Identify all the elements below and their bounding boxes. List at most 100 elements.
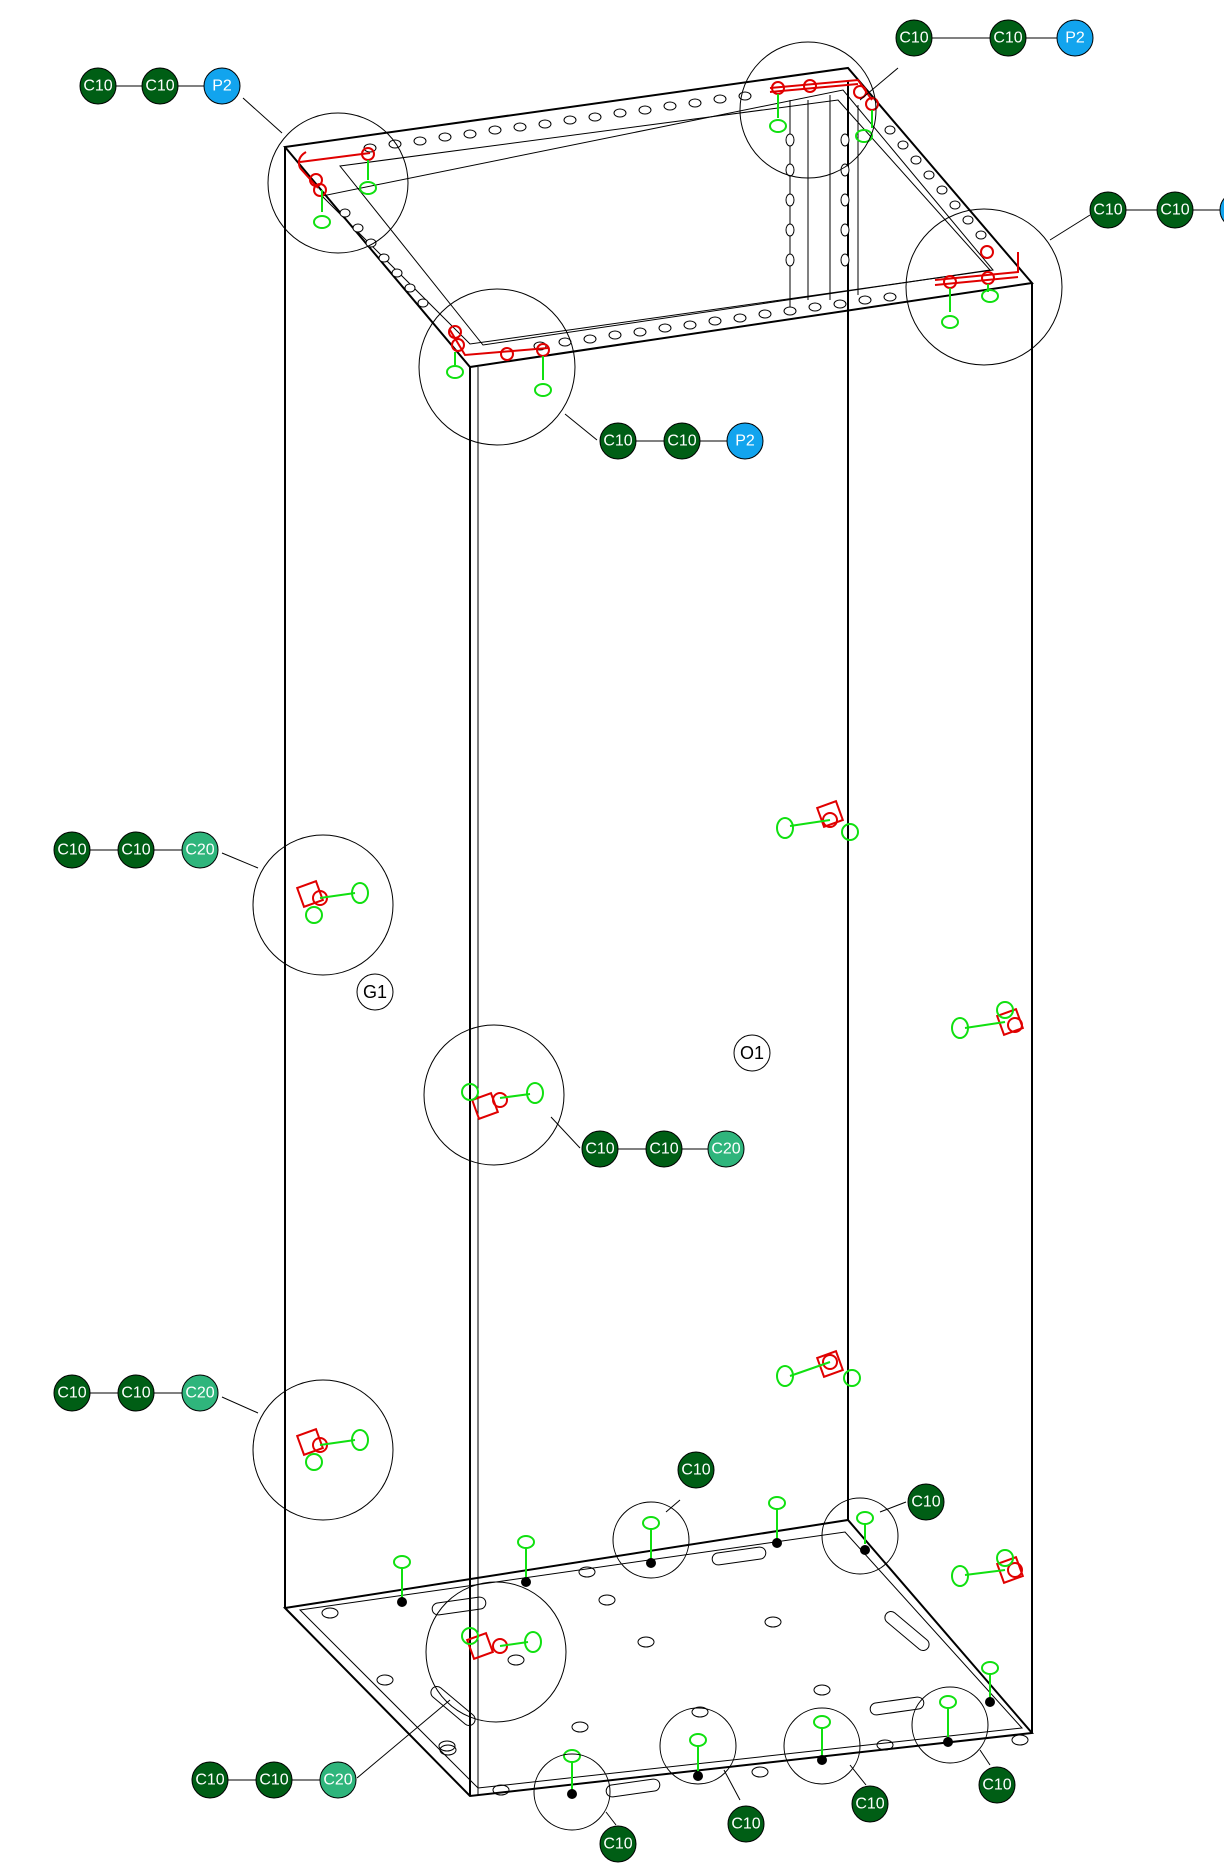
leader-lines xyxy=(221,67,1091,1826)
svg-text:C10: C10 xyxy=(649,1141,678,1158)
svg-text:C10: C10 xyxy=(681,1462,710,1479)
badge-p2: P2 xyxy=(203,67,241,105)
base-outer xyxy=(282,1518,1034,1798)
base-slot xyxy=(884,1611,930,1651)
side-bracket xyxy=(461,1627,542,1661)
svg-text:C10: C10 xyxy=(195,1772,224,1789)
badge-c10: C10 xyxy=(117,1374,155,1412)
badge-c10: C10 xyxy=(191,1761,229,1799)
base-slot xyxy=(430,1686,476,1726)
corner-bracket xyxy=(934,252,1019,286)
svg-text:C10: C10 xyxy=(855,1796,884,1813)
callout-chain-left-lower: C10 C10 C20 xyxy=(53,1374,219,1412)
detail-circle-base xyxy=(821,1497,899,1575)
detail-circle-base xyxy=(659,1707,737,1785)
base-screws xyxy=(393,1496,999,1799)
svg-text:C10: C10 xyxy=(145,78,174,95)
badge-c10: C10 xyxy=(599,422,637,460)
badge-c10: C10 xyxy=(978,1766,1016,1804)
callout-chain-top-right: C10 C10 xyxy=(1089,191,1224,229)
top-frame-inner-2 xyxy=(320,89,994,345)
badge-c10: C10 xyxy=(1089,191,1127,229)
badge-p2 xyxy=(1219,197,1224,223)
svg-text:C10: C10 xyxy=(1093,202,1122,219)
cabinet-frame xyxy=(282,66,1034,1798)
svg-text:C10: C10 xyxy=(121,842,150,859)
svg-text:C10: C10 xyxy=(731,1816,760,1833)
callout-chain-top-front: C10 C10 P2 xyxy=(599,422,764,460)
svg-text:G1: G1 xyxy=(363,982,387,1002)
svg-text:C10: C10 xyxy=(667,433,696,450)
badge-c10: C10 xyxy=(907,1483,945,1521)
hardware-parts xyxy=(295,78,1025,1799)
badge-c10: C10 xyxy=(989,19,1027,57)
svg-text:C20: C20 xyxy=(185,842,214,859)
detail-circle-top-back xyxy=(739,41,877,179)
svg-text:C10: C10 xyxy=(911,1494,940,1511)
side-bracket xyxy=(776,1349,861,1387)
badge-c10: C10 xyxy=(727,1805,765,1843)
side-bracket xyxy=(951,1549,1025,1587)
callout-chain-left-upper: C10 C10 C20 xyxy=(53,831,219,869)
callout-badges: C10 C10 P2 C10 C10 P2 C10 C10 C10 C10 P2 xyxy=(53,19,1224,1863)
svg-text:P2: P2 xyxy=(1065,30,1085,47)
callout-chain-bottom-front: C10 C10 C20 xyxy=(191,1761,357,1799)
svg-text:C20: C20 xyxy=(185,1385,214,1402)
svg-text:O1: O1 xyxy=(740,1043,764,1063)
badge-c10: C10 xyxy=(645,1130,683,1168)
svg-text:C10: C10 xyxy=(993,30,1022,47)
detail-circle-top-right xyxy=(905,208,1063,366)
detail-circle-bottom-front xyxy=(425,1581,567,1723)
badge-c20: C20 xyxy=(707,1130,745,1168)
detail-circle-base xyxy=(783,1707,861,1785)
base-slot xyxy=(711,1546,767,1566)
detail-circle-base xyxy=(533,1753,611,1831)
side-bracket xyxy=(295,1427,369,1471)
base-slot xyxy=(605,1778,661,1798)
svg-text:C10: C10 xyxy=(603,433,632,450)
svg-text:C10: C10 xyxy=(982,1777,1011,1794)
svg-text:C10: C10 xyxy=(603,1836,632,1853)
badge-p2: P2 xyxy=(726,422,764,460)
svg-text:C10: C10 xyxy=(57,1385,86,1402)
base-slot xyxy=(431,1596,487,1616)
detail-circle-base xyxy=(612,1501,690,1579)
label-o1: O1 xyxy=(733,1034,771,1072)
detail-circles xyxy=(252,41,1063,1831)
badge-c10: C10 xyxy=(79,67,117,105)
badge-c10: C10 xyxy=(581,1130,619,1168)
badge-c20: C20 xyxy=(319,1761,357,1799)
badge-c10: C10 xyxy=(53,831,91,869)
detail-circle-top-left xyxy=(267,112,409,254)
side-bracket xyxy=(295,879,369,924)
badge-c10: C10 xyxy=(895,19,933,57)
svg-text:C20: C20 xyxy=(711,1141,740,1158)
badge-c10: C10 xyxy=(255,1761,293,1799)
callout-chain-top-left: C10 C10 P2 xyxy=(79,67,241,105)
side-bracket xyxy=(951,1001,1025,1039)
callout-chain-top-back: C10 C10 P2 xyxy=(895,19,1094,57)
base-details xyxy=(321,1546,1029,1798)
side-bracket xyxy=(461,1082,544,1121)
detail-circle-top-front xyxy=(418,288,576,446)
svg-text:C10: C10 xyxy=(899,30,928,47)
detail-circle-left-lower xyxy=(252,1379,394,1521)
badge-c10: C10 xyxy=(677,1451,715,1489)
top-frame-holes xyxy=(339,91,987,351)
badge-c10: C10 xyxy=(663,422,701,460)
badge-c10: C10 xyxy=(599,1825,637,1863)
base-inner xyxy=(298,1531,1024,1789)
callout-chain-front-middle: C10 C10 C20 xyxy=(581,1130,745,1168)
top-frame-inner xyxy=(339,99,991,346)
corner-bracket xyxy=(297,151,371,189)
detail-circle-left-upper xyxy=(252,834,394,976)
label-g1: G1 xyxy=(356,973,394,1011)
badge-c20: C20 xyxy=(181,1374,219,1412)
svg-text:C10: C10 xyxy=(1160,202,1189,219)
svg-text:C20: C20 xyxy=(323,1772,352,1789)
plain-labels: G1 O1 xyxy=(356,973,771,1072)
badge-c10: C10 xyxy=(141,67,179,105)
svg-text:C10: C10 xyxy=(585,1141,614,1158)
svg-text:C10: C10 xyxy=(83,78,112,95)
